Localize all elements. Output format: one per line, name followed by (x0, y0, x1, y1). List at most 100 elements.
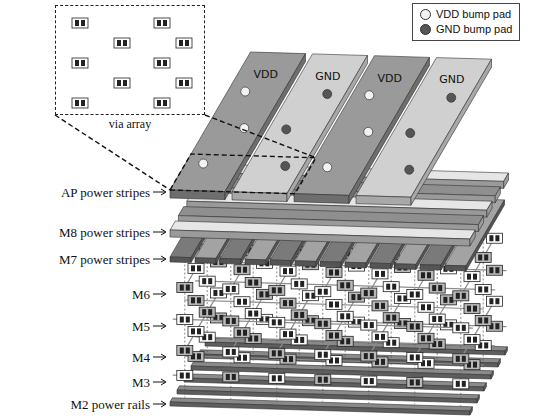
via-cut (191, 297, 195, 303)
via-cut (243, 267, 247, 273)
via-block (429, 314, 445, 324)
via-pad (453, 323, 469, 333)
via-pad (315, 319, 331, 329)
via-pad (72, 98, 88, 108)
bump-pad (406, 129, 415, 138)
via-pad (188, 326, 204, 336)
via-cut (186, 373, 190, 379)
via-pad (154, 58, 170, 68)
via-cut (289, 356, 293, 362)
via-cut (489, 235, 493, 241)
via-cut (456, 293, 460, 299)
via-cut (232, 349, 236, 355)
via-block (475, 252, 491, 262)
via-cut (416, 291, 420, 297)
via-cut (318, 289, 322, 295)
via-cut (386, 315, 390, 321)
pointer-arrowhead (161, 354, 166, 360)
via-block (269, 348, 285, 358)
stripe-label: GND (315, 69, 340, 82)
via-cut (467, 306, 471, 312)
via-cut (397, 295, 401, 301)
legend-row: VDD bump pad (420, 7, 512, 22)
via-pad (234, 328, 250, 338)
via-pad (245, 309, 261, 319)
inset-caption: via array (56, 117, 204, 131)
via-pad (280, 266, 296, 276)
pointer-arrow (153, 294, 165, 295)
via-pad (234, 297, 250, 307)
m2-rail (505, 347, 507, 355)
via-cut (185, 80, 189, 86)
via-cut (237, 267, 241, 273)
metal-wire (195, 337, 495, 346)
via-cut (197, 353, 201, 359)
via-pad (199, 276, 215, 286)
via-cut (226, 374, 230, 380)
via-cut (117, 80, 121, 86)
via-cut (478, 286, 482, 292)
via-cut (294, 281, 298, 287)
via-block (154, 18, 170, 28)
via-cut (318, 352, 322, 358)
via-cut (324, 377, 328, 383)
via-pad (72, 18, 88, 28)
via-cut (81, 20, 85, 26)
via-block (315, 350, 331, 360)
via-block (361, 351, 377, 361)
via-cut (185, 40, 189, 46)
metal-wire (173, 375, 473, 384)
via-pad (326, 331, 342, 341)
via-block (72, 18, 88, 28)
via-cut (272, 375, 276, 381)
via-block (269, 317, 285, 327)
via-block (245, 309, 261, 319)
ap-stripe (294, 194, 349, 204)
via-cut (180, 285, 184, 291)
via-block (361, 376, 377, 386)
via-pad (453, 354, 469, 364)
m2-rail (470, 407, 472, 415)
via-cut (75, 20, 79, 26)
via-cut (289, 268, 293, 274)
via-pad (475, 252, 491, 262)
pointer-arrowhead (161, 401, 166, 407)
bump-pad (364, 127, 373, 136)
via-pad (464, 272, 480, 282)
via-block (464, 272, 480, 282)
bump-pad (405, 165, 414, 174)
via-pad (315, 350, 331, 360)
stripe-label: GND (439, 73, 464, 86)
m7-stripe (445, 265, 466, 271)
legend-text: GND bump pad (436, 22, 512, 37)
via-cut (478, 254, 482, 260)
pointer-arrowhead (161, 189, 166, 195)
m8-stripe (495, 187, 500, 203)
via-block (383, 282, 399, 292)
via-pad (326, 300, 342, 310)
via-pad (72, 58, 88, 68)
via-block (407, 352, 423, 362)
via-block (361, 288, 377, 298)
via-cut (484, 317, 488, 323)
via-cut (232, 318, 236, 324)
layer-label: M4 (132, 350, 150, 365)
layer-label: M3 (132, 375, 150, 390)
via-block (223, 372, 239, 382)
via-block (315, 319, 331, 329)
layer-label: M6 (132, 287, 150, 302)
via-pad (337, 280, 353, 290)
via-block (464, 335, 480, 345)
via-cut (416, 354, 420, 360)
via-cut (191, 328, 195, 334)
via-cut (410, 323, 414, 329)
m7-stripe (170, 257, 191, 263)
via-pad (245, 278, 261, 288)
via-pad (177, 346, 193, 356)
via-cut (346, 338, 350, 344)
via-block (177, 315, 193, 325)
via-pad (326, 268, 342, 278)
via-block (245, 278, 261, 288)
via-block (280, 266, 296, 276)
via-cut (278, 319, 282, 325)
